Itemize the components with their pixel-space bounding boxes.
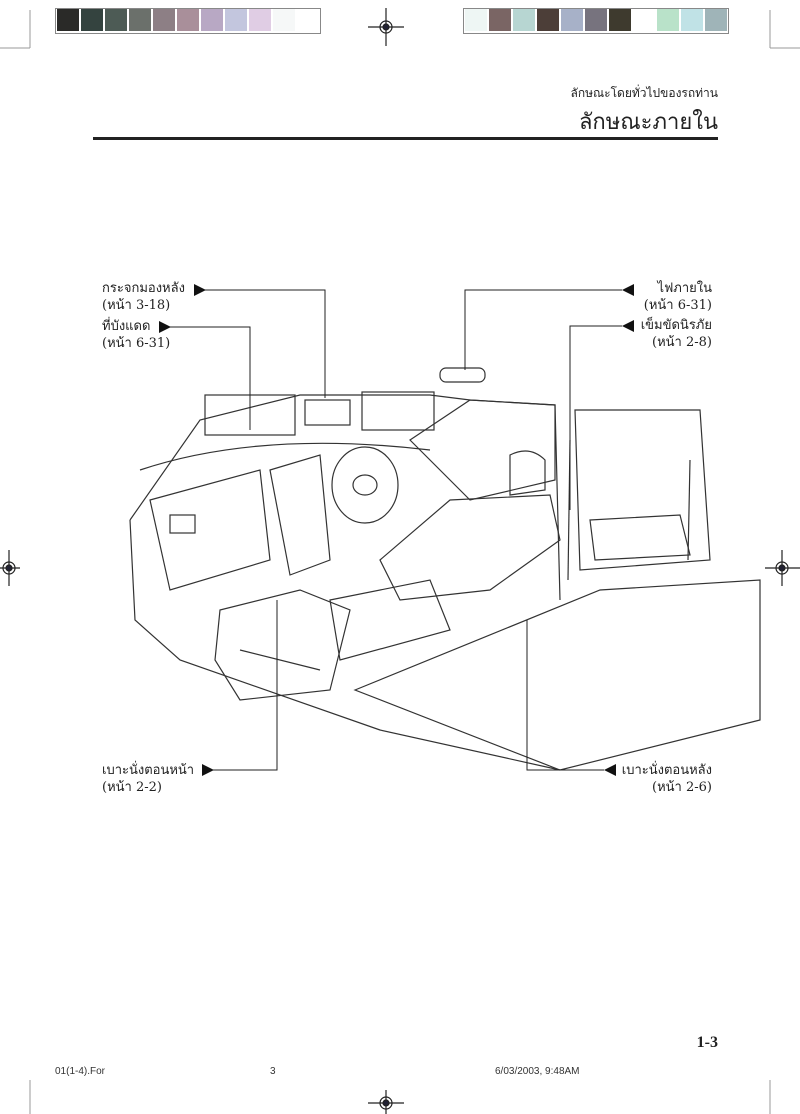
callout-label: เข็มขัดนิรภัย [640, 318, 712, 333]
arrow-icon [622, 320, 634, 332]
arrow-icon [202, 764, 214, 776]
callout-rearview-mirror: กระจกมองหลัง (หน้า 3-18) [102, 280, 185, 314]
leader-seat-belt [569, 325, 622, 510]
footer-timestamp: 6/03/2003, 9:48AM [495, 1066, 580, 1077]
leader-interior-light [464, 289, 622, 370]
callout-label: ไฟภายใน [657, 281, 712, 296]
color-patch [657, 9, 679, 31]
callout-label: ที่บังแดด [102, 319, 151, 334]
color-patch [681, 9, 703, 31]
callout-page-ref: (หน้า 6-31) [643, 298, 712, 313]
registration-mark-left [0, 550, 20, 586]
color-patch [489, 9, 511, 31]
color-patch [57, 9, 79, 31]
page-number: 1-3 [696, 1034, 718, 1051]
callout-label: เบาะนั่งตอนหลัง [621, 763, 712, 778]
callout-interior-light: ไฟภายใน (หน้า 6-31) [644, 280, 712, 314]
arrow-icon [159, 321, 171, 333]
callout-front-seat: เบาะนั่งตอนหน้า (หน้า 2-2) [102, 762, 194, 796]
callout-label: กระจกมองหลัง [102, 281, 185, 296]
title-rule [93, 137, 718, 140]
leader-front-seat [213, 600, 278, 771]
callout-label: เบาะนั่งตอนหน้า [102, 763, 195, 778]
color-patch [297, 9, 319, 31]
color-patch [81, 9, 103, 31]
footer-sheet: 3 [270, 1066, 276, 1077]
color-patch [705, 9, 727, 31]
color-bar-right [463, 8, 729, 34]
callout-sun-visor: ที่บังแดด (หน้า 6-31) [102, 318, 170, 352]
page-title: ลักษณะภายใน [578, 110, 718, 135]
color-patch [225, 9, 247, 31]
color-patch [537, 9, 559, 31]
color-patch [177, 9, 199, 31]
color-patch [129, 9, 151, 31]
color-patch [609, 9, 631, 31]
callout-page-ref: (หน้า 2-2) [102, 780, 162, 795]
color-bar-left [55, 8, 321, 34]
arrow-icon [194, 284, 206, 296]
arrow-icon [622, 284, 634, 296]
registration-mark-top [368, 8, 404, 46]
callout-page-ref: (หน้า 6-31) [102, 336, 171, 351]
color-patch [153, 9, 175, 31]
footer-file: 01(1-4).For [55, 1066, 106, 1077]
callout-page-ref: (หน้า 3-18) [102, 298, 171, 313]
color-patch [249, 9, 271, 31]
callout-page-ref: (หน้า 2-6) [652, 780, 712, 795]
registration-mark-bottom [368, 1090, 404, 1114]
color-patch [273, 9, 295, 31]
arrow-icon [604, 764, 616, 776]
color-patch [201, 9, 223, 31]
color-patch [561, 9, 583, 31]
leader-sun-visor [170, 326, 251, 430]
color-patch [513, 9, 535, 31]
callout-page-ref: (หน้า 2-8) [652, 335, 712, 350]
color-patch [465, 9, 487, 31]
leader-rearview-mirror [205, 289, 326, 398]
registration-mark-right [765, 550, 800, 586]
color-patch [585, 9, 607, 31]
leader-rear-seat [526, 620, 604, 771]
callout-seat-belt: เข็มขัดนิรภัย (หน้า 2-8) [641, 317, 712, 351]
callout-rear-seat: เบาะนั่งตอนหลัง (หน้า 2-6) [622, 762, 712, 796]
section-subtitle: ลักษณะโดยทั่วไปของรถท่าน [570, 86, 718, 100]
color-patch [633, 9, 655, 31]
color-patch [105, 9, 127, 31]
